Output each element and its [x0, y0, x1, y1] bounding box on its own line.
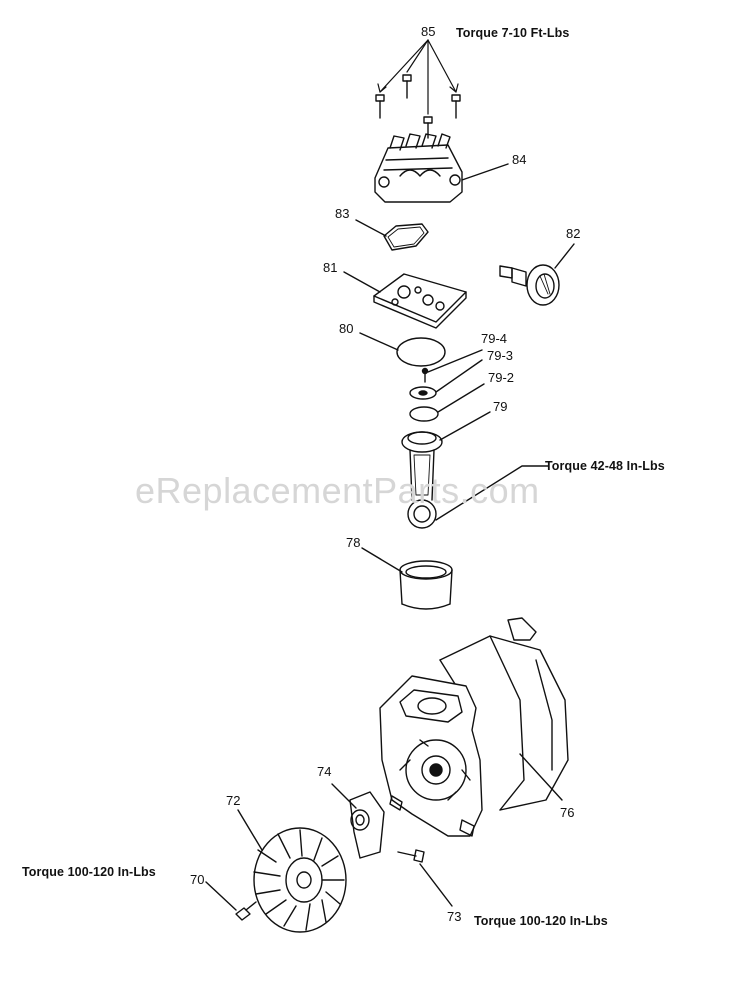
fan-bolt: [205, 881, 257, 921]
head-gasket: [355, 219, 429, 251]
unloader-valve: [499, 243, 575, 306]
crankcase-bolt: [397, 849, 453, 907]
label-70: 70: [190, 872, 205, 887]
o-ring: [359, 332, 446, 367]
motor-crankcase: [379, 617, 569, 837]
piston-parts: [409, 349, 485, 422]
cooling-fan: [237, 809, 347, 933]
head-bolts: [375, 74, 461, 139]
cylinder-sleeve: [361, 547, 453, 610]
torque-fan: Torque 100-120 In-Lbs: [22, 865, 156, 879]
label-73: 73: [447, 909, 462, 924]
label-82: 82: [566, 226, 581, 241]
label-83: 83: [335, 206, 350, 221]
label-84: 84: [512, 152, 527, 167]
label-79-4: 79-4: [481, 331, 508, 346]
label-85: 85: [421, 24, 436, 39]
leaders-85: [377, 39, 459, 115]
connecting-rod: [401, 411, 549, 529]
label-76: 76: [560, 805, 575, 820]
label-79: 79: [493, 399, 508, 414]
torque-rod: Torque 42-48 In-Lbs: [545, 459, 665, 473]
cylinder-head: [374, 133, 509, 203]
torque-head: Torque 7-10 Ft-Lbs: [456, 26, 570, 40]
label-81: 81: [323, 260, 338, 275]
label-79-3: 79-3: [487, 348, 514, 363]
label-74: 74: [317, 764, 332, 779]
label-79-2: 79-2: [488, 370, 515, 385]
label-72: 72: [226, 793, 241, 808]
bearing-block: [331, 783, 385, 859]
label-78: 78: [346, 535, 361, 550]
valve-plate: [343, 271, 467, 329]
label-80: 80: [339, 321, 354, 336]
torque-bolt: Torque 100-120 In-Lbs: [474, 914, 608, 928]
